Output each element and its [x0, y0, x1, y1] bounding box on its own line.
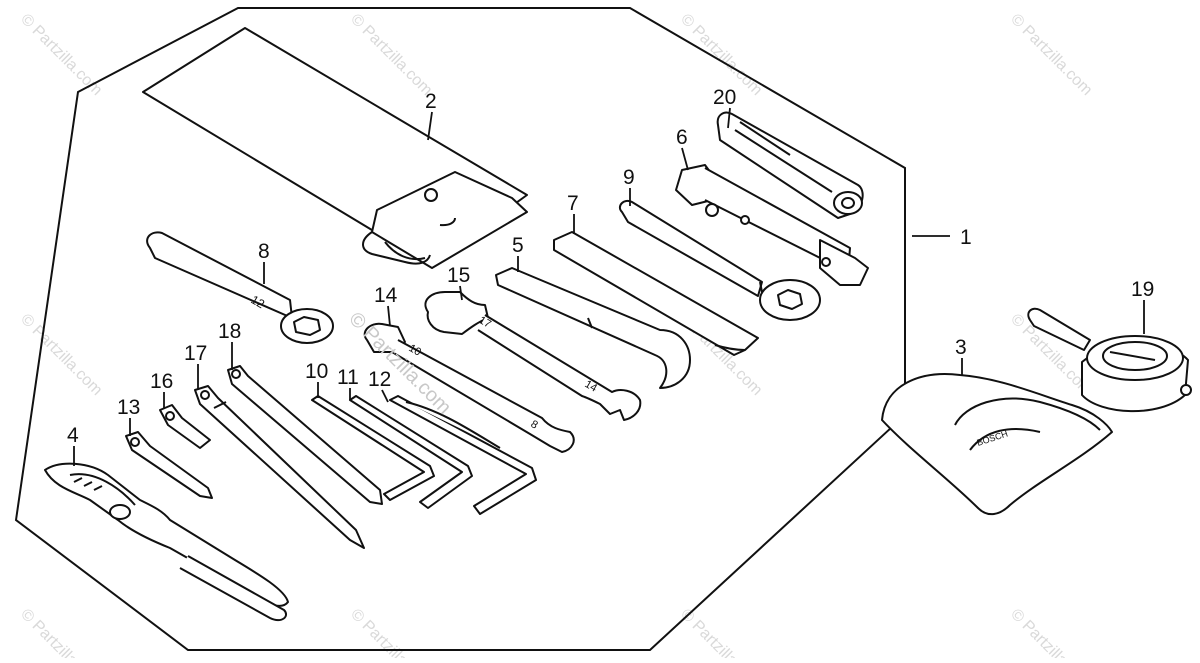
- callout-5: 5: [512, 234, 524, 257]
- watermark-text: © Partzilla.com: [17, 11, 105, 99]
- watermark-layer: © Partzilla.com © Partzilla.com © Partzi…: [17, 11, 1095, 663]
- screwdriver-17: [194, 385, 365, 549]
- tool-pouch: BOSCH: [881, 373, 1113, 516]
- watermark-text: © Partzilla.com: [17, 311, 105, 399]
- callout-10: 10: [305, 360, 328, 383]
- tire-gauge: [1027, 307, 1192, 413]
- callout-19: 19: [1131, 278, 1154, 301]
- callout-17: 17: [184, 342, 207, 365]
- open-end-wrench-15: 17 14: [424, 291, 642, 421]
- callout-6: 6: [676, 126, 688, 149]
- hex-keys: [311, 395, 537, 515]
- screwdriver-18: [227, 365, 383, 505]
- watermark-text: © Partzilla.com: [347, 11, 435, 99]
- callout-20: 20: [713, 86, 736, 109]
- watermark-text: © Partzilla.com: [17, 606, 105, 658]
- watermark-text: © Partzilla.com: [1007, 11, 1095, 99]
- callout-13: 13: [117, 396, 140, 419]
- callout-4: 4: [67, 424, 79, 447]
- wrench-size-mark: 12: [249, 292, 268, 311]
- ring-wrench-8: 12: [146, 231, 334, 344]
- callout-3: 3: [955, 336, 967, 359]
- callout-11: 11: [337, 366, 359, 389]
- pliers: [44, 462, 289, 622]
- tool-roll-pouch: [142, 27, 528, 269]
- callout-7: 7: [567, 192, 579, 215]
- callout-18: 18: [218, 320, 241, 343]
- callout-16: 16: [150, 370, 173, 393]
- wrench-size-mark: 14: [583, 378, 600, 395]
- watermark-text: © Partzilla.com: [1007, 606, 1095, 658]
- callout-9: 9: [623, 166, 635, 189]
- callout-12: 12: [368, 368, 391, 391]
- callout-15: 15: [447, 264, 470, 287]
- callout-8: 8: [258, 240, 270, 263]
- socket-tool: [716, 111, 864, 219]
- callout-labels: 1 2 3 4 5 6 7 8 9 10 11 12 13 14 15 16 1…: [67, 86, 1154, 447]
- callout-2: 2: [425, 90, 437, 113]
- open-end-wrench-14: 10 8: [363, 322, 575, 453]
- screwdriver-13: [125, 431, 213, 499]
- box-tube-wrench: [675, 164, 869, 286]
- ring-spanner: [618, 200, 821, 321]
- wrench-size-mark: 17: [477, 314, 494, 331]
- flat-bar-tool: [553, 231, 759, 356]
- screwdriver-16: [159, 404, 211, 449]
- leader-lines: [73, 107, 1145, 466]
- wrench-size-mark: 8: [529, 418, 540, 431]
- callout-14: 14: [374, 284, 398, 307]
- wrench-size-mark: 10: [407, 342, 424, 359]
- callout-1: 1: [960, 226, 972, 249]
